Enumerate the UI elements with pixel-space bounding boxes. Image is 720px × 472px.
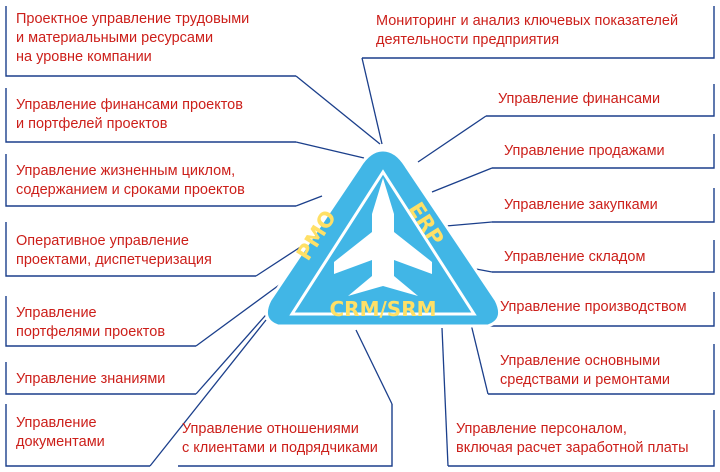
item-production-management: Управление производством — [500, 299, 687, 315]
connector — [361, 57, 383, 145]
connector — [195, 279, 287, 347]
item-project-finance-management: Управление финансами проектов и портфеле… — [16, 97, 243, 132]
connector — [295, 141, 365, 159]
logo-emblem: PMO ERP CRM/SRM — [264, 148, 502, 328]
frame-left-7 — [5, 404, 150, 467]
item-portfolio-management: Управление портфелями проектов — [16, 305, 166, 340]
frame-left-4 — [5, 222, 256, 277]
frame-right-2 — [492, 134, 715, 169]
item-document-management: Управление документами — [16, 415, 105, 450]
frame-right-1 — [486, 84, 715, 117]
frame-bottom-1 — [178, 404, 393, 467]
connector — [255, 245, 303, 277]
item-project-lifecycle-management: Управление жизненным циклом, содержанием… — [16, 163, 245, 198]
logo-bottom-label: CRM/SRM — [330, 297, 437, 321]
item-finance-management: Управление финансами — [498, 91, 661, 107]
connector — [149, 319, 267, 467]
item-project-resource-management: Проектное управление трудовыми и материа… — [16, 11, 250, 65]
item-procurement-management: Управление закупками — [504, 197, 658, 213]
connector — [195, 307, 273, 395]
frame-left-2 — [5, 88, 296, 143]
item-operational-project-management: Оперативное управление проектами, диспет… — [16, 233, 212, 268]
item-fixed-assets-management: Управление основными средствами и ремонт… — [500, 353, 671, 388]
frame-right-5 — [488, 292, 715, 327]
connector — [295, 195, 323, 207]
connector — [441, 327, 449, 467]
frame-bottom-2 — [448, 410, 715, 467]
frame-left-5 — [5, 296, 196, 347]
item-warehouse-management: Управление складом — [504, 249, 646, 265]
frame-left-1 — [5, 6, 296, 77]
item-kpi-monitoring: Мониторинг и анализ ключевых показателей… — [376, 13, 679, 48]
item-sales-management: Управление продажами — [504, 143, 665, 159]
frame-top-right — [362, 6, 715, 59]
frame-left-6 — [5, 362, 196, 395]
connector — [417, 115, 487, 163]
connector — [469, 319, 489, 395]
connector — [295, 75, 381, 145]
connector — [431, 167, 493, 193]
item-knowledge-management: Управление знаниями — [16, 371, 166, 387]
frame-right-6 — [488, 344, 715, 395]
frame-right-4 — [492, 240, 715, 273]
connector — [445, 221, 493, 227]
connector — [355, 329, 393, 405]
item-customer-relations-management: Управление отношениями с клиентами и под… — [182, 421, 378, 456]
frame-right-3 — [492, 188, 715, 223]
frame-left-3 — [5, 154, 296, 207]
item-personnel-management: Управление персоналом, включая расчет за… — [456, 421, 689, 456]
